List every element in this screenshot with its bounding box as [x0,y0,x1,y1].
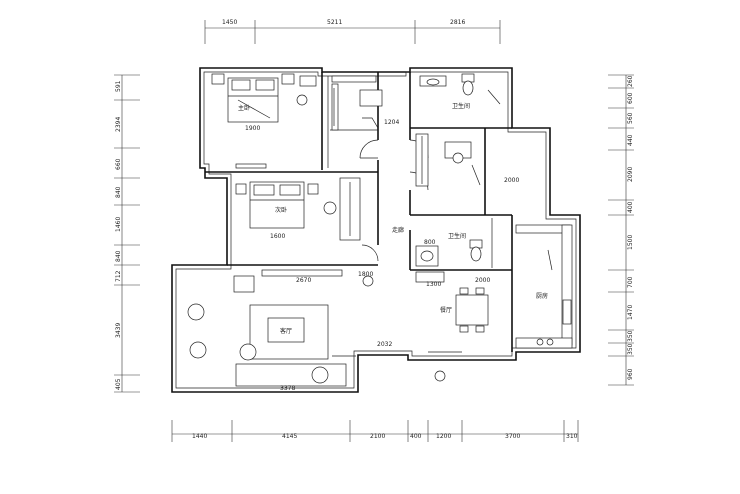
dim-left-3: 660 [115,158,122,170]
counter [515,337,573,349]
dim-right-4: 440 [627,134,634,146]
side-chair [233,275,255,293]
dim-top-2: 5211 [327,19,342,26]
nightstand [235,183,247,195]
dim-right-6: 400 [627,201,634,213]
living-room: 2670 2032 3378 1800 客厅 [187,269,446,392]
dim-bottom-3: 2100 [370,433,385,440]
dim-right-3: 560 [627,112,634,124]
window-sill [235,163,267,169]
dim-right-1: 260 [627,75,634,87]
dim-right-7: 1500 [627,235,634,250]
inner-dim-tv-wall: 2670 [296,277,311,284]
bottom-dimension-line: 1440 4145 2100 400 1200 3700 310 [171,420,579,442]
dim-bottom-4: 400 [410,433,422,440]
top-dimension-line: 1450 5211 2816 [204,19,501,44]
sofa [235,363,347,387]
inner-dim-balcony: 2032 [377,341,392,348]
dim-left-8: 3439 [115,323,122,338]
walk-in-closet: 1204 [331,75,399,131]
dim-left-7: 712 [115,270,122,282]
tv-cabinet [261,269,343,277]
inner-dim-second-bath-1: 800 [424,239,436,246]
room-label-master-bedroom: 主卧 [238,104,250,112]
dim-right-5: 2090 [627,167,634,182]
master-bedroom: 1900 主卧 [211,73,317,169]
dim-left-1: 591 [115,80,122,92]
dim-bottom-2: 4145 [282,433,297,440]
dim-right-12: 960 [627,368,634,380]
room-label-dining: 餐厅 [440,306,452,314]
dim-left-4: 840 [115,186,122,198]
dim-right-2: 600 [627,92,634,104]
inner-dim-corridor: 1204 [384,119,399,126]
study-room: 2000 [415,133,519,187]
room-label-bathroom: 卫生间 [448,232,466,240]
counter [561,224,573,346]
kitchen: 厨房 [515,224,573,349]
wardrobe [299,75,317,87]
inner-dim-sofa-wall: 3378 [280,385,295,392]
inner-dim-second-bed: 1600 [270,233,285,240]
nightstand [281,73,295,85]
nightstand [211,73,225,85]
room-label-bathroom-top: 卫生间 [452,102,470,110]
dim-bottom-1: 1440 [192,433,207,440]
inner-dim-study: 2000 [504,177,519,184]
dim-left-5: 1460 [115,217,122,232]
room-label-kitchen: 厨房 [536,292,548,300]
room-label-hallway: 走廊 [392,226,404,234]
second-bedroom: 1600 次卧 [235,177,379,262]
dining-table [455,294,489,326]
second-bathroom: 800 1300 卫生间 [415,218,493,288]
left-dimension-line: 591 2394 660 840 1460 840 712 3439 405 [114,74,140,393]
right-dimension-line: 260 600 560 440 2090 400 1500 700 1470 3… [608,74,634,386]
room-label-living: 客厅 [280,327,292,335]
coffee-table [267,317,305,343]
dim-right-9: 1470 [627,305,634,320]
dim-right-11: 350 [627,343,634,355]
dim-top-3: 2816 [450,19,465,26]
interior-walls [205,72,513,352]
dim-right-8: 700 [627,276,634,288]
inner-dim-dining: 2000 [475,277,490,284]
dim-bottom-6: 3700 [505,433,520,440]
dining-area: 2000 餐厅 [428,277,490,353]
nightstand [307,183,319,195]
master-bathroom: 卫生间 [419,73,501,110]
inner-dim-living: 1800 [358,271,373,278]
dim-left-9: 405 [115,378,122,390]
inner-dim-master-bed: 1900 [245,125,260,132]
exterior-walls [171,67,581,393]
dim-top-1: 1450 [222,19,237,26]
dim-left-6: 840 [115,250,122,262]
dim-bottom-5: 1200 [436,433,451,440]
dim-bottom-7: 310 [566,433,578,440]
sink [562,299,572,325]
dim-left-2: 2394 [115,117,122,132]
room-label-second-bedroom: 次卧 [275,206,287,214]
inner-dim-second-bath-2: 1300 [426,281,441,288]
dim-right-10: 350 [627,330,634,342]
